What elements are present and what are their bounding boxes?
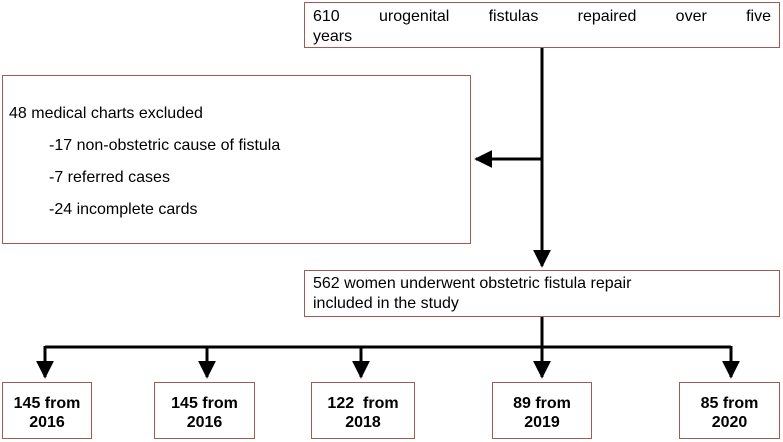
year-box-3-line2: 2018 [345, 414, 381, 431]
included-box: 562 women underwent obstetric fistula re… [304, 270, 780, 317]
year-box-2-line1: 145 from [171, 395, 238, 412]
total-repaired-line2: years [313, 28, 353, 45]
year-box-5-line2: 2020 [711, 414, 748, 431]
included-line1: 562 women underwent obstetric fistula re… [313, 275, 632, 292]
year-box-1-line2: 2016 [29, 414, 65, 431]
total-repaired-box: 610 urogenital fistulas repaired over fi… [304, 2, 780, 48]
year-box-5-line1: 85 from [700, 395, 759, 412]
included-line2: included in the study [313, 295, 459, 312]
excluded-box: 48 medical charts excluded -17 non-obste… [2, 75, 471, 244]
excluded-title: 48 medical charts excluded [9, 105, 203, 122]
year-box-4-line1: 89 from [513, 395, 571, 412]
year-box-3: 122 from 2018 [311, 382, 415, 439]
excluded-item-incomplete: -24 incomplete cards [49, 201, 198, 218]
year-box-4: 89 from 2019 [492, 382, 592, 439]
year-box-2: 145 from 2016 [154, 382, 255, 439]
year-box-4-line2: 2019 [524, 414, 560, 431]
excluded-item-non-obstetric: -17 non-obstetric cause of fistula [49, 137, 281, 154]
excluded-item-referred: -7 referred cases [49, 169, 170, 186]
total-repaired-line1: 610 urogenital fistulas repaired over fi… [313, 8, 771, 25]
year-box-2-line2: 2016 [186, 414, 223, 431]
year-box-1-line1: 145 from [13, 395, 81, 412]
year-box-1: 145 from 2016 [2, 382, 92, 439]
year-box-5: 85 from 2020 [679, 382, 780, 439]
year-box-3-line1: 122 from [327, 395, 399, 412]
